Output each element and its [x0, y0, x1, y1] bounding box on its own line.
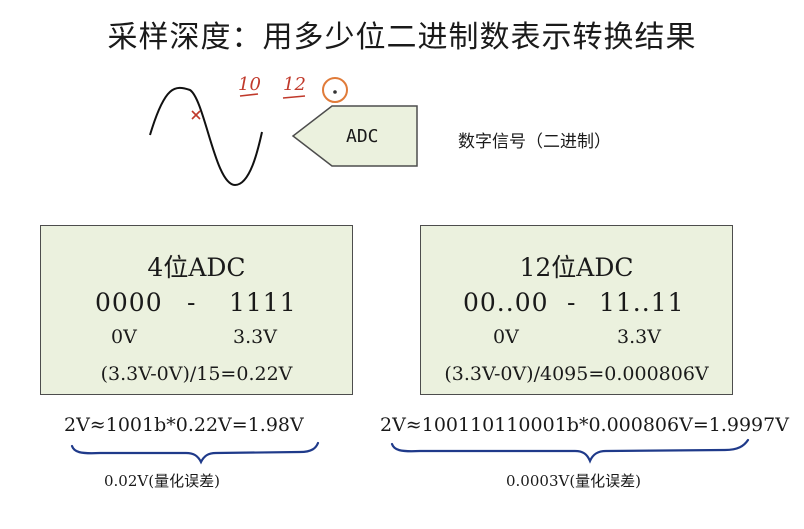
error-4bit-label: 0.02V(量化误差)	[104, 472, 220, 490]
resolution-formula: (3.3V-0V)/15=0.22V	[100, 363, 293, 385]
orange-circle	[322, 77, 348, 103]
box-title: 4位ADC	[147, 253, 246, 282]
adc-shape	[291, 105, 418, 167]
box-title: 12位ADC	[519, 253, 634, 282]
volt-high: 3.3V	[617, 326, 661, 348]
adc-4bit-box: 4位ADC 0000 - 1111 0V 3.3V (3.3V-0V)/15=0…	[40, 225, 353, 395]
page-title: 采样深度：用多少位二进制数表示转换结果	[107, 20, 697, 55]
handwritten-12: 12	[283, 74, 306, 95]
adc-label: ADC	[346, 126, 379, 147]
red-cross-mark	[191, 110, 201, 120]
range-low: 00..00	[463, 288, 549, 317]
brace-4bit	[70, 441, 320, 465]
example-12bit-equation: 2V≈100110110001b*0.000806V=1.9997V	[380, 414, 789, 436]
range-low: 0000	[95, 288, 163, 317]
range-dash: -	[567, 288, 577, 317]
adc-12bit-box: 12位ADC 00..00 - 11..11 0V 3.3V (3.3V-0V)…	[420, 225, 733, 395]
example-4bit-equation: 2V≈1001b*0.22V=1.98V	[64, 414, 304, 436]
handwritten-10: 10	[238, 74, 261, 95]
error-12bit-label: 0.0003V(量化误差)	[506, 472, 642, 490]
handwritten-underlines	[239, 93, 306, 99]
sine-wave	[149, 86, 263, 187]
volt-high: 3.3V	[233, 326, 277, 348]
orange-dot	[333, 90, 337, 94]
range-high: 1111	[229, 288, 297, 317]
range-high: 11..11	[599, 288, 685, 317]
digital-signal-label: 数字信号（二进制）	[458, 132, 611, 152]
volt-low: 0V	[493, 326, 519, 348]
resolution-formula: (3.3V-0V)/4095=0.000806V	[444, 363, 709, 385]
analog-signal-diagram	[149, 77, 418, 187]
brace-12bit	[390, 438, 750, 464]
volt-low: 0V	[111, 326, 137, 348]
range-dash: -	[187, 288, 197, 317]
